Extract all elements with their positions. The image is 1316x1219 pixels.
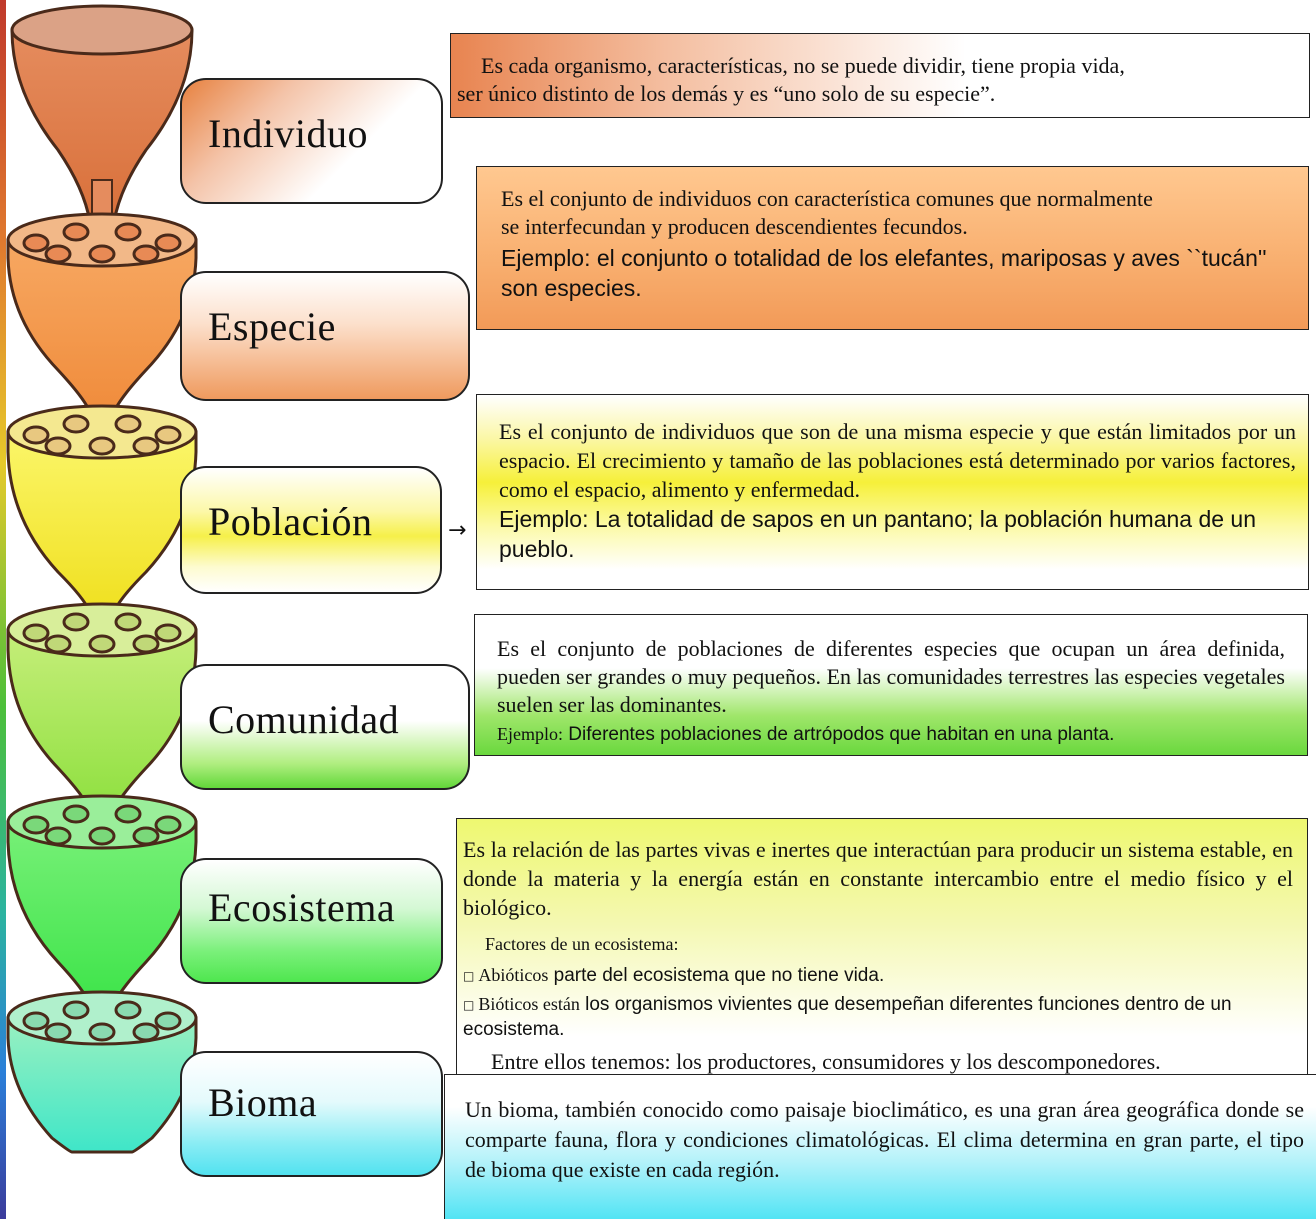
label-poblacion: Población [180,466,442,594]
label-especie-text: Especie [208,304,336,349]
factor-desc: los organismos vivientes que desempeñan … [463,994,1232,1040]
checkbox-bullet-icon: □ [463,969,475,983]
desc-individuo-line-1: Es cada organismo, características, no s… [481,53,1125,78]
desc-ecosistema-factors-title: Factores de un ecosistema: [485,934,679,954]
funnel-illustration [6,4,198,1154]
funnel-stage-ecosistema [6,794,198,1006]
label-poblacion-text: Población [208,499,373,544]
desc-bioma: Un bioma, también conocido como paisaje … [444,1074,1316,1219]
desc-comunidad-example: Ejemplo: Diferentes poblaciones de artró… [497,719,1285,748]
desc-individuo: Es cada organismo, características, no s… [450,33,1310,118]
factor-name: Bióticos están [478,994,580,1014]
desc-ecosistema-factor-abioticos: □Abióticos parte del ecosistema que no t… [463,962,1293,988]
desc-comunidad-example-prefix: Ejemplo: [497,724,563,744]
label-bioma-text: Bioma [208,1080,318,1125]
desc-individuo-line-2: ser único distinto de los demás y es “un… [457,81,996,106]
desc-poblacion: Es el conjunto de individuos que son de … [476,394,1309,590]
desc-poblacion-text: Es el conjunto de individuos que son de … [499,419,1296,502]
desc-comunidad: Es el conjunto de poblaciones de diferen… [474,614,1308,756]
label-individuo-text: Individuo [208,111,369,156]
label-ecosistema: Ecosistema [180,858,443,984]
checkbox-bullet-icon: □ [463,998,475,1012]
funnel-stage-poblacion [6,404,198,614]
desc-especie-line-1: Es el conjunto de individuos con caracte… [501,186,1153,211]
label-ecosistema-text: Ecosistema [208,885,396,930]
edge-stripe [0,0,6,1219]
label-comunidad: Comunidad [180,664,470,790]
factor-name: Abióticos [478,965,549,985]
desc-bioma-text: Un bioma, también conocido como paisaje … [465,1097,1304,1182]
label-comunidad-text: Comunidad [208,697,400,742]
desc-ecosistema-closing: Entre ellos tenemos: los productores, co… [491,1049,1161,1074]
desc-especie-line-2: se interfecundan y producen descendiente… [501,214,968,239]
funnel-stage-individuo [10,4,194,231]
funnel-stage-comunidad [6,602,198,812]
arrow-icon: → [448,518,467,543]
desc-especie: Es el conjunto de individuos con caracte… [476,166,1309,330]
desc-ecosistema-text: Es la relación de las partes vivas e ine… [463,837,1293,920]
funnel-stage-bioma [6,990,198,1154]
label-bioma: Bioma [180,1051,443,1177]
label-individuo: Individuo [180,78,443,204]
desc-ecosistema-factor-bioticos: □Bióticos están los organismos vivientes… [463,992,1293,1042]
label-especie: Especie [180,271,470,401]
factor-desc: parte del ecosistema que no tiene vida. [548,965,885,986]
funnel-stage-especie [6,212,198,414]
desc-poblacion-example: Ejemplo: La totalidad de sapos en un pan… [499,506,1257,562]
desc-especie-example: Ejemplo: el conjunto o totalidad de los … [501,245,1267,301]
desc-ecosistema: Es la relación de las partes vivas e ine… [456,818,1308,1076]
desc-comunidad-text: Es el conjunto de poblaciones de diferen… [497,636,1285,717]
desc-comunidad-example-text: Diferentes poblaciones de artrópodos que… [563,724,1115,745]
